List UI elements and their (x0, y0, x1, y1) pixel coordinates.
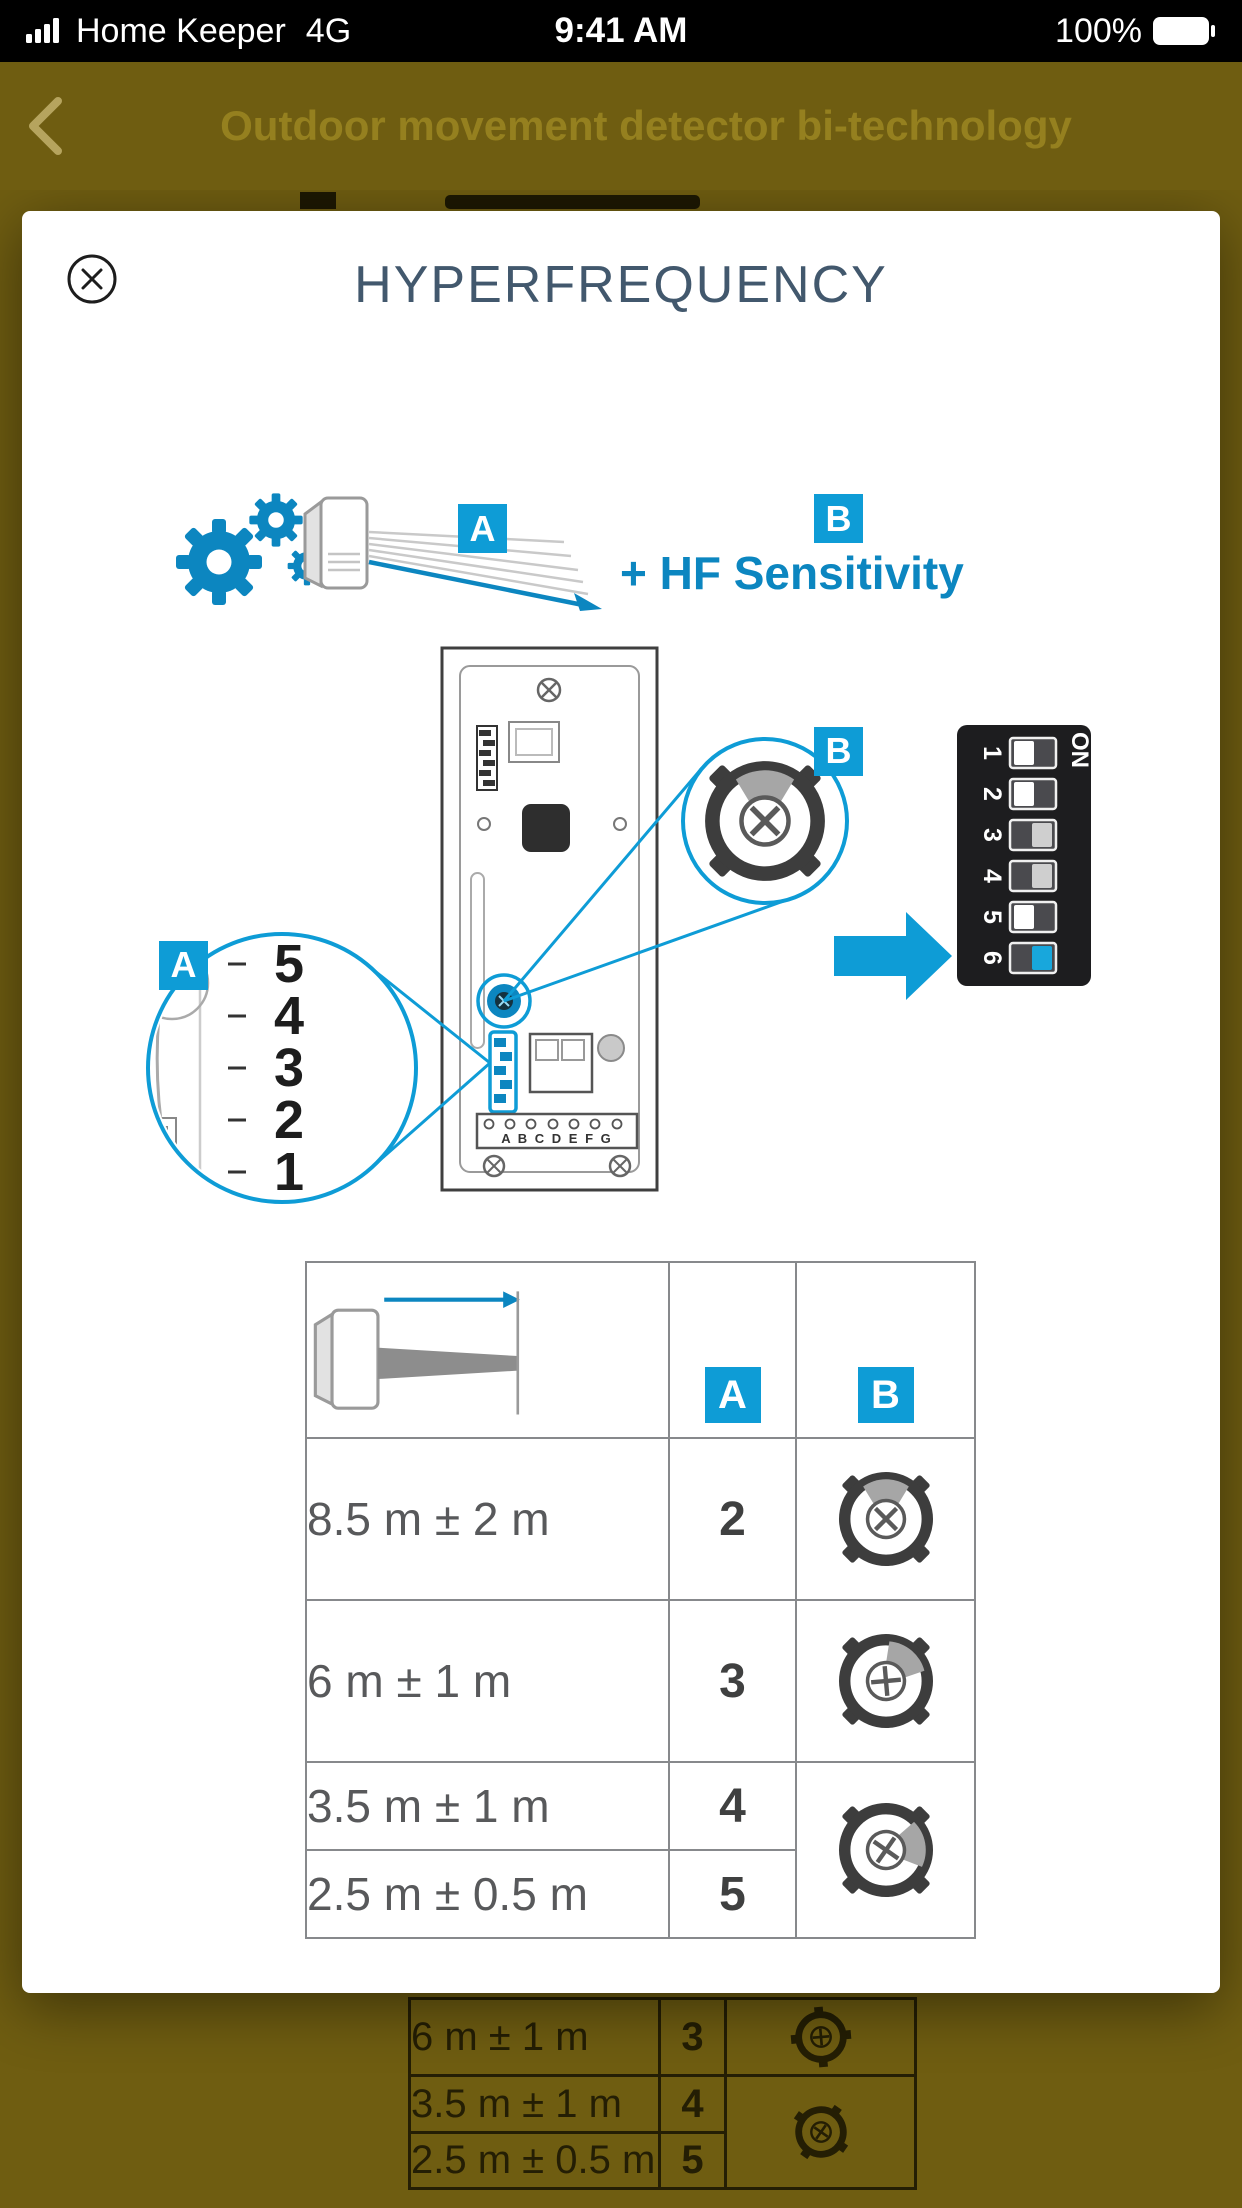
pot-setting-cell (795, 1761, 976, 1939)
distance-cell: 6 m ± 1 m (305, 1599, 670, 1763)
distance-cell: 2.5 m ± 0.5 m (408, 2131, 661, 2190)
hf-sensitivity-label: + HF Sensitivity (620, 547, 964, 599)
legend-label-b: B (814, 494, 863, 543)
device-internals-drawing: A B C D E F G (440, 646, 659, 1192)
connector-letters: A B C D E F G (501, 1131, 612, 1146)
dimmed-background: HYPERFREQUENCY (0, 190, 1242, 2208)
scale-ticks (228, 962, 246, 1174)
dip-value-cell: 4 (668, 1761, 797, 1851)
hf-pot-highlight (476, 973, 532, 1029)
status-left: Home Keeper 4G (26, 12, 351, 51)
distance-cell: 3.5 m ± 1 m (305, 1761, 670, 1851)
table-row: 6 m ± 1 m 3 (408, 1997, 917, 2077)
callout-lines (365, 767, 793, 1170)
sensitivity-table: A B 8.5 m ± 2 m 2 6 m ± 1 (305, 1261, 976, 1939)
dip-value-cell: 3 (668, 1599, 797, 1763)
potentiometer-icon (789, 2005, 853, 2069)
clock: 9:41 AM (554, 11, 688, 50)
arrow-right-icon (834, 912, 952, 1000)
table-row: 2.5 m ± 0.5 m 5 (408, 2131, 916, 2190)
dip-on-label: ON (1066, 732, 1093, 768)
dip-switch-drawing: ON 1 2 3 4 5 6 (957, 725, 1093, 986)
pot-setting-cell (795, 1437, 976, 1601)
background-sensitivity-table: 6 m ± 1 m 3 3.5 m ± 1 m 4 2.5 m ± (408, 1997, 917, 2190)
range-header-cell (305, 1261, 670, 1439)
signal-icon (26, 18, 59, 43)
table-label-b: B (857, 1367, 914, 1423)
table-row: 2.5 m ± 0.5 m 5 (305, 1849, 975, 1939)
table-row: 3.5 m ± 1 m 4 (305, 1761, 976, 1939)
distance-cell: 2.5 m ± 0.5 m (305, 1849, 670, 1939)
header-a-cell: A (668, 1261, 797, 1439)
scale-number: 5 (274, 934, 304, 994)
legend-row: A B + HF Sensitivity (22, 480, 1220, 645)
distance-cell: 3.5 m ± 1 m (408, 2074, 661, 2134)
chevron-left-icon (29, 97, 62, 155)
distance-cell: 6 m ± 1 m (408, 1997, 661, 2077)
scale-number: 1 (274, 1142, 304, 1202)
diagram-label-a: A (171, 944, 197, 985)
legend-label-a: A (458, 504, 507, 553)
dip-value-cell: 5 (658, 2131, 727, 2190)
dip-value-cell: 2 (668, 1437, 797, 1601)
close-icon (67, 254, 117, 304)
dip-value-cell: 4 (658, 2074, 727, 2134)
modal-title: HYPERFREQUENCY (354, 256, 888, 314)
dimmed-content-fragment (300, 192, 336, 209)
scale-number: 2 (274, 1090, 304, 1150)
settings-diagram: A B C D E F G (22, 638, 1220, 1258)
potentiometer-icon (789, 2100, 853, 2164)
status-bar: Home Keeper 4G 9:41 AM 100% (0, 0, 1242, 62)
potentiometer-icon (708, 764, 822, 878)
page-title: Outdoor movement detector bi-technology (220, 102, 1072, 149)
table-row: 6 m ± 1 m 3 (305, 1599, 976, 1763)
callout-b: B (681, 727, 863, 905)
back-button[interactable] (28, 96, 80, 156)
pot-setting-cell (795, 1599, 976, 1763)
dip-number: 3 (978, 828, 1006, 842)
dip-number: 2 (978, 787, 1006, 801)
callout-a: 5 4 3 2 1 A (146, 932, 418, 1204)
diagram-label-b: B (826, 730, 852, 771)
range-icon (313, 1291, 520, 1415)
dip-number: 6 (978, 951, 1006, 965)
dip-number: 4 (978, 869, 1006, 883)
dip-number: 1 (978, 746, 1006, 760)
header-b-cell: B (795, 1261, 976, 1439)
nav-bar: Outdoor movement detector bi-technology (0, 62, 1242, 190)
battery-percent: 100% (1055, 11, 1142, 50)
hyperfrequency-modal: HYPERFREQUENCY (22, 211, 1220, 1993)
battery-icon (1153, 17, 1215, 45)
detector-icon (303, 496, 369, 590)
table-label-a: A (704, 1367, 761, 1423)
close-button[interactable] (66, 253, 118, 305)
dimmed-content-fragment (445, 195, 700, 209)
beam-arrow-icon (368, 559, 602, 611)
dip-value-cell: 3 (658, 1997, 727, 2077)
dip-switch-toggles (1008, 736, 1058, 975)
table-header-row: A B (305, 1261, 976, 1439)
potentiometer-icon (828, 1792, 944, 1908)
dip-number: 5 (978, 910, 1006, 924)
scale-number: 3 (274, 1038, 304, 1098)
scale-number: 4 (274, 986, 304, 1046)
carrier-label: Home Keeper (76, 11, 286, 50)
pot-setting-cell (724, 2074, 917, 2190)
pot-setting-cell (724, 1997, 917, 2077)
wiring-diagram-graphic: A B C D E F G (146, 646, 1093, 1204)
potentiometer-icon (828, 1461, 944, 1577)
dip-value-cell: 5 (668, 1849, 797, 1939)
distance-cell: 8.5 m ± 2 m (305, 1437, 670, 1601)
network-label: 4G (305, 11, 352, 50)
table-row: 8.5 m ± 2 m 2 (305, 1437, 976, 1601)
potentiometer-icon (828, 1623, 944, 1739)
status-right: 100% (1055, 12, 1216, 51)
table-row: 3.5 m ± 1 m 4 (408, 2074, 917, 2190)
